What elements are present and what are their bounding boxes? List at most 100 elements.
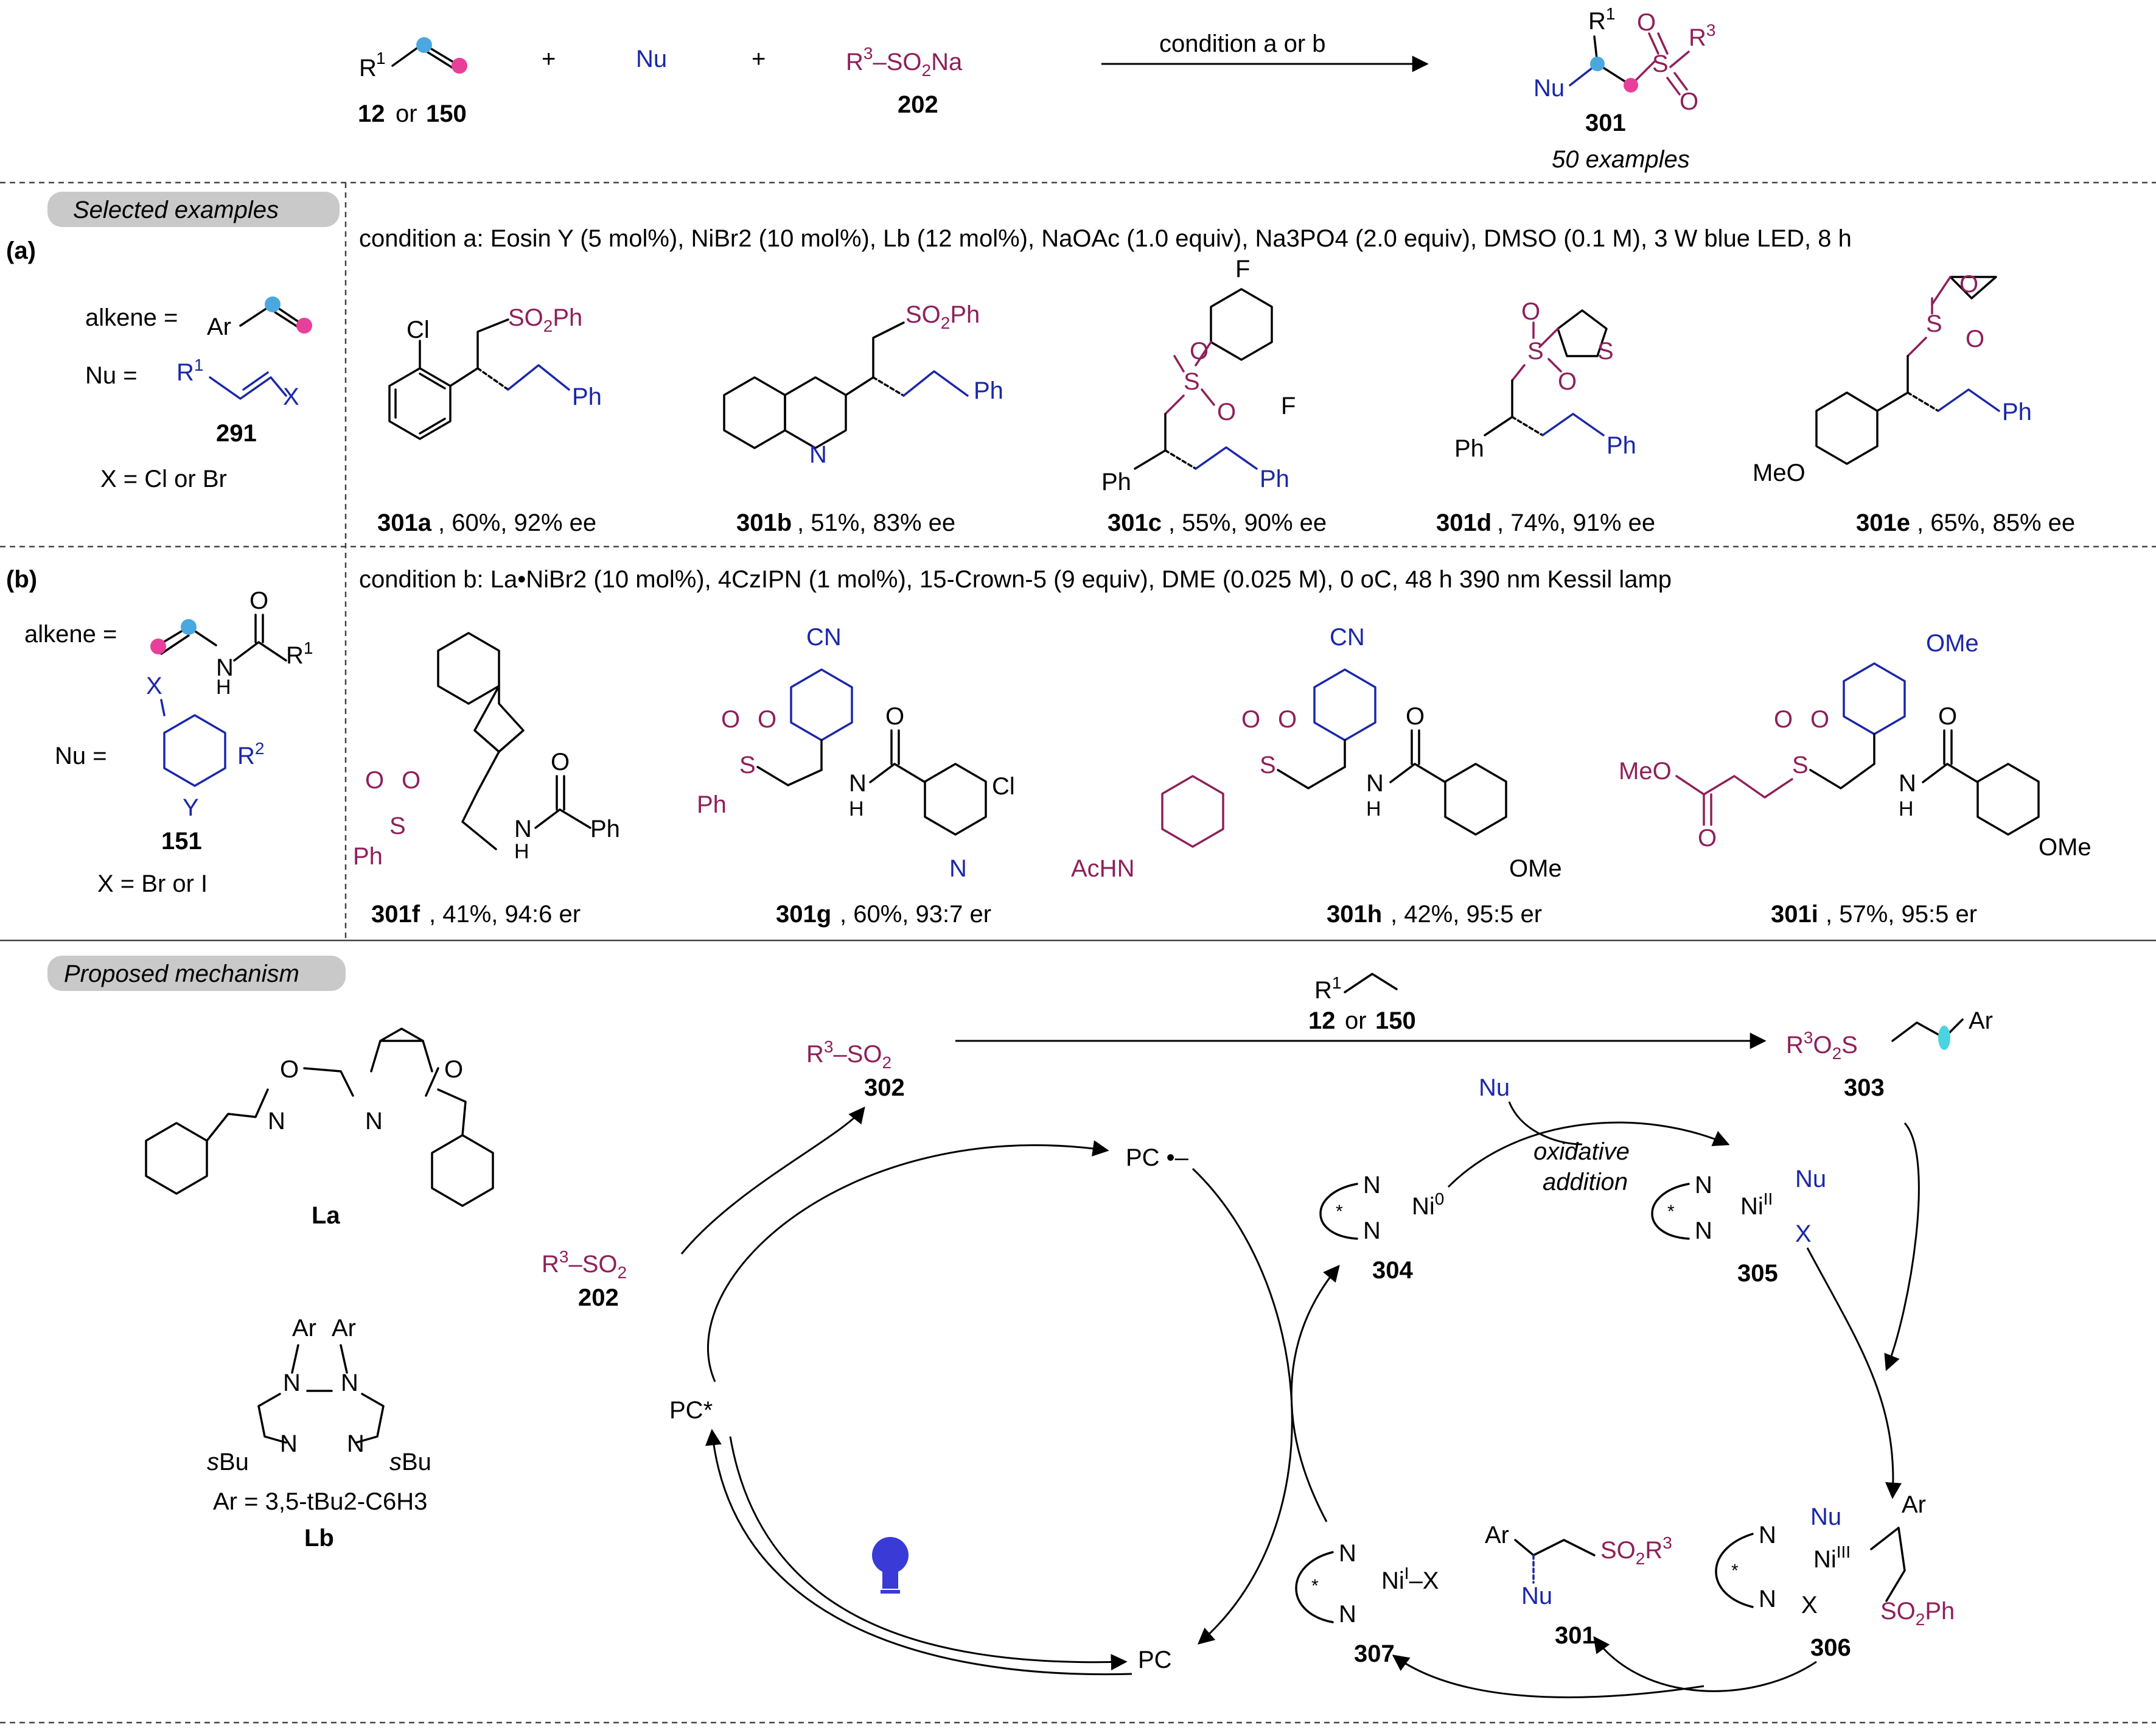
svg-text:Nu: Nu: [1521, 1583, 1552, 1609]
svg-text:Ph: Ph: [590, 816, 620, 842]
svg-text:N: N: [1339, 1540, 1356, 1567]
nu-reagent: Nu: [636, 46, 667, 72]
svg-text:*: *: [1311, 1576, 1319, 1596]
svg-text:O: O: [1810, 706, 1829, 733]
ligand-La: O O N N La: [145, 1027, 494, 1229]
svg-text:*: *: [1731, 1561, 1739, 1581]
svg-text:306: 306: [1810, 1634, 1851, 1661]
svg-text:12: 12: [358, 100, 385, 127]
compound-301a: Cl SO2Ph Ph 301a , 60%, 92% ee: [377, 304, 602, 536]
svg-text:or: or: [396, 100, 417, 127]
svg-text:OMe: OMe: [2039, 834, 2091, 861]
svg-text:202: 202: [578, 1284, 619, 1311]
svg-text:S: S: [1184, 368, 1200, 395]
proposed-mechanism-pill: [47, 956, 346, 991]
svg-text:Ph: Ph: [1607, 432, 1636, 459]
svg-text:301d: 301d: [1436, 509, 1491, 536]
svg-text:N: N: [949, 855, 967, 882]
svg-text:O: O: [1558, 368, 1577, 395]
svg-text:Ph: Ph: [974, 377, 1003, 404]
svg-text:301e: 301e: [1856, 509, 1910, 536]
compound-301i: OMe S O O MeO O N H O OMe 301i , 57%, 95…: [1619, 630, 2091, 928]
svg-text:, 57%, 95:5 er: , 57%, 95:5 er: [1826, 901, 1977, 928]
svg-text:291: 291: [216, 420, 257, 447]
svg-text:N: N: [341, 1370, 358, 1396]
svg-text:CN: CN: [806, 624, 842, 651]
svg-text:N: N: [809, 441, 827, 468]
svg-text:Ar: Ar: [1485, 1522, 1509, 1549]
svg-text:Nu: Nu: [1795, 1166, 1826, 1192]
svg-text:O: O: [1938, 703, 1957, 730]
svg-text:304: 304: [1372, 1257, 1413, 1284]
svg-text:AcHN: AcHN: [1071, 855, 1134, 882]
svg-text:R3–SO2: R3–SO2: [806, 1037, 891, 1072]
svg-text:X = Cl or Br: X = Cl or Br: [100, 466, 227, 492]
svg-text:Ph: Ph: [2002, 399, 2032, 425]
svg-text:N: N: [514, 816, 532, 842]
svg-text:*: *: [1336, 1202, 1343, 1222]
svg-text:O: O: [365, 767, 384, 794]
condition-b-text: condition b: La•NiBr2 (10 mol%), 4CzIPN …: [359, 566, 1672, 593]
svg-text:Cl: Cl: [992, 773, 1015, 800]
svg-text:O: O: [1241, 706, 1260, 733]
svg-text:N: N: [1695, 1217, 1712, 1244]
svg-text:Ar: Ar: [1902, 1491, 1926, 1518]
svg-text:H: H: [514, 840, 529, 863]
svg-text:Nu =: Nu =: [85, 362, 138, 389]
svg-text:H: H: [216, 676, 231, 699]
light-bulb-icon: [872, 1537, 909, 1594]
svg-text:X: X: [283, 383, 299, 410]
svg-text:303: 303: [1844, 1074, 1885, 1101]
svg-text:R3–SO2: R3–SO2: [542, 1247, 627, 1282]
svg-text:O: O: [1774, 706, 1793, 733]
svg-text:H: H: [1899, 797, 1914, 821]
svg-text:MeO: MeO: [1753, 460, 1805, 486]
svg-text:12: 12: [1308, 1007, 1336, 1034]
svg-text:307: 307: [1354, 1640, 1395, 1667]
svg-text:CN: CN: [1330, 624, 1365, 651]
svg-text:Cl: Cl: [406, 317, 430, 343]
svg-text:addition: addition: [1543, 1169, 1628, 1195]
svg-text:, 55%, 90% ee: , 55%, 90% ee: [1168, 509, 1327, 536]
svg-text:R3: R3: [1689, 21, 1715, 51]
svg-text:S: S: [389, 813, 406, 839]
svg-text:SO2Ph: SO2Ph: [905, 301, 980, 332]
compound-301e: S O O MeO Ph 301e , 65%, 85% ee: [1753, 271, 2075, 536]
svg-text:Bu: Bu: [402, 1449, 431, 1475]
svg-text:301: 301: [1585, 110, 1626, 136]
svg-text:MeO: MeO: [1619, 758, 1672, 785]
svg-text:Nu: Nu: [1810, 1503, 1841, 1530]
svg-text:X: X: [146, 673, 162, 699]
svg-text:N: N: [1899, 770, 1916, 797]
arrow-condition-label: condition a or b: [1159, 30, 1326, 57]
svg-text:N: N: [347, 1430, 365, 1457]
svg-text:O: O: [551, 749, 570, 775]
svg-text:X = Br or I: X = Br or I: [97, 870, 208, 897]
svg-text:Ph: Ph: [1260, 466, 1289, 492]
svg-text:R: R: [359, 55, 377, 82]
svg-text:Bu: Bu: [219, 1449, 249, 1475]
svg-text:O: O: [721, 706, 740, 733]
svg-text:Ar = 3,5-tBu2-C6H3: Ar = 3,5-tBu2-C6H3: [213, 1488, 427, 1515]
svg-text:S: S: [739, 752, 756, 779]
compound-301c: F F S O O Ph Ph 301c , 55%, 90% ee: [1101, 256, 1327, 536]
svg-text:PC: PC: [1138, 1647, 1172, 1673]
svg-text:S: S: [1597, 338, 1614, 365]
svg-text:Nu =: Nu =: [55, 743, 107, 769]
svg-text:301: 301: [1555, 1622, 1596, 1649]
svg-text:OMe: OMe: [1926, 630, 1979, 657]
svg-text:301h: 301h: [1327, 901, 1382, 928]
svg-text:R3–SO2Na: R3–SO2Na: [846, 44, 963, 80]
svg-text:SO2R3: SO2R3: [1600, 1533, 1672, 1568]
svg-text:Nu: Nu: [1533, 75, 1565, 102]
reagent-alkene: R 1 12 or 150: [358, 37, 467, 127]
selected-examples-pill: [47, 192, 340, 227]
svg-text:F: F: [1281, 393, 1296, 419]
svg-text:Ar: Ar: [1969, 1007, 1993, 1034]
svg-text:, 60%, 92% ee: , 60%, 92% ee: [438, 509, 596, 536]
compound-301d: S S O O Ph Ph 301d , 74%, 91% ee: [1436, 298, 1655, 536]
svg-text:S: S: [1926, 310, 1942, 337]
svg-text:S: S: [1527, 338, 1544, 365]
svg-text:301f: 301f: [371, 901, 420, 928]
svg-text:NiIII: NiIII: [1813, 1542, 1851, 1573]
